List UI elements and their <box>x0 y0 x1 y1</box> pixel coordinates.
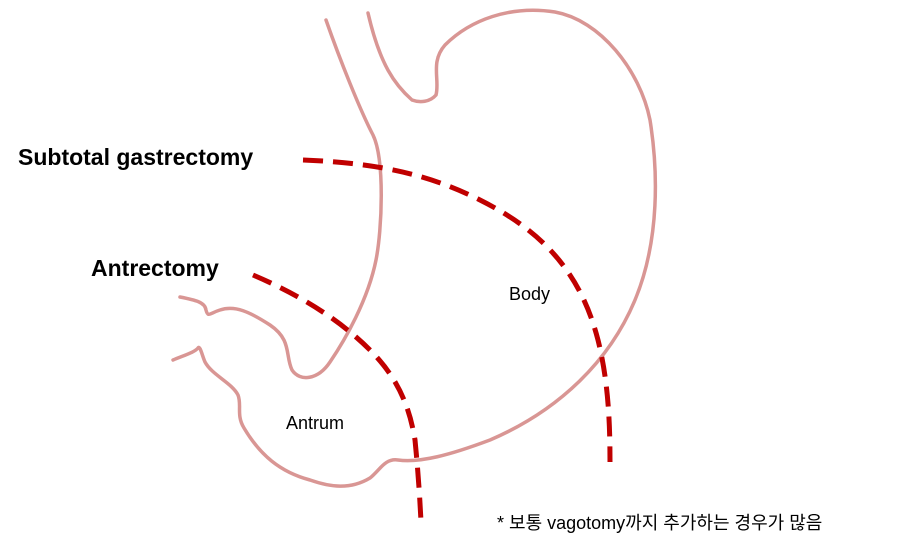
stomach-outline-greater-curvature <box>171 8 658 488</box>
antrum-label: Antrum <box>286 413 345 433</box>
subtotal-gastrectomy-cut-line <box>302 157 613 463</box>
stomach-outline-lesser-curvature <box>178 18 383 380</box>
footnote: * 보통 vagotomy까지 추가하는 경우가 많음 <box>497 513 823 533</box>
antrectomy-cut-line <box>252 272 424 523</box>
body-label: Body <box>509 284 551 304</box>
subtotal-gastrectomy-label: Subtotal gastrectomy <box>18 144 254 170</box>
antrectomy-label: Antrectomy <box>91 255 219 281</box>
